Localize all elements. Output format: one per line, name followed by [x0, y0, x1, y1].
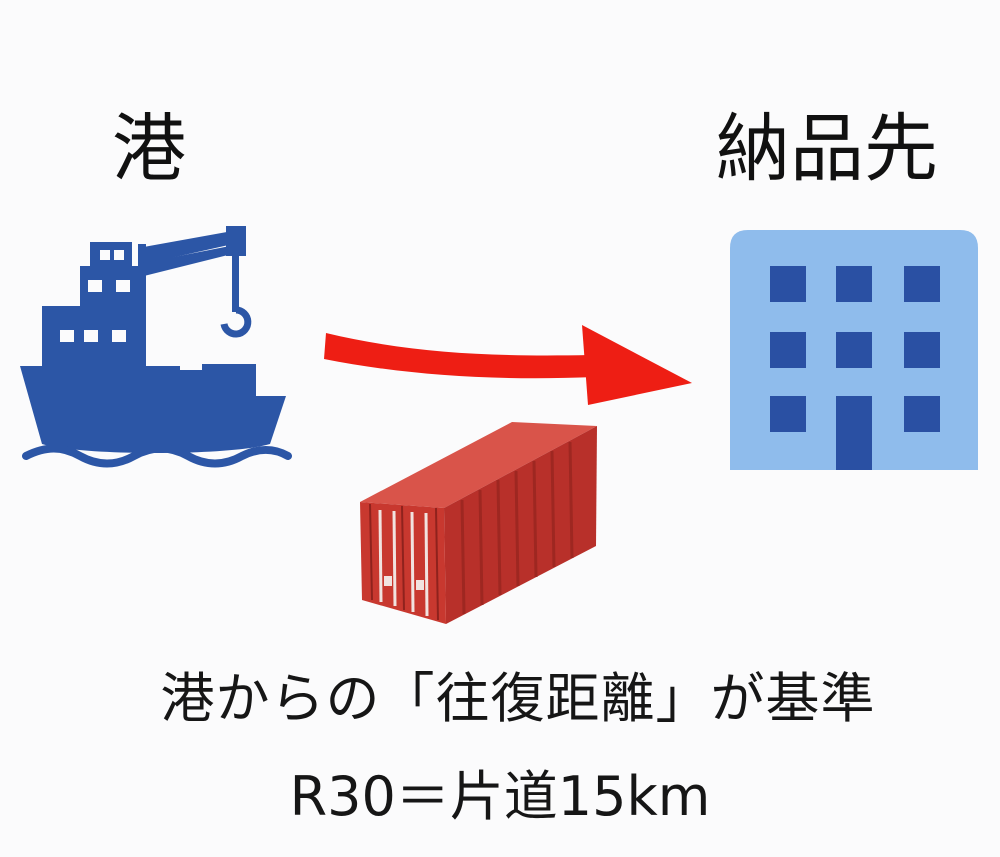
caption-line-1: 港からの「往復距離」が基準 [160, 667, 876, 730]
shipping-container-icon [360, 422, 597, 624]
origin-label: 港 [112, 106, 186, 192]
office-building-icon [730, 230, 978, 470]
curved-arrow-icon [324, 325, 692, 405]
cargo-ship-icon [20, 226, 292, 468]
destination-label: 納品先 [716, 106, 938, 192]
caption-line-2: R30＝片道15km [289, 765, 711, 828]
